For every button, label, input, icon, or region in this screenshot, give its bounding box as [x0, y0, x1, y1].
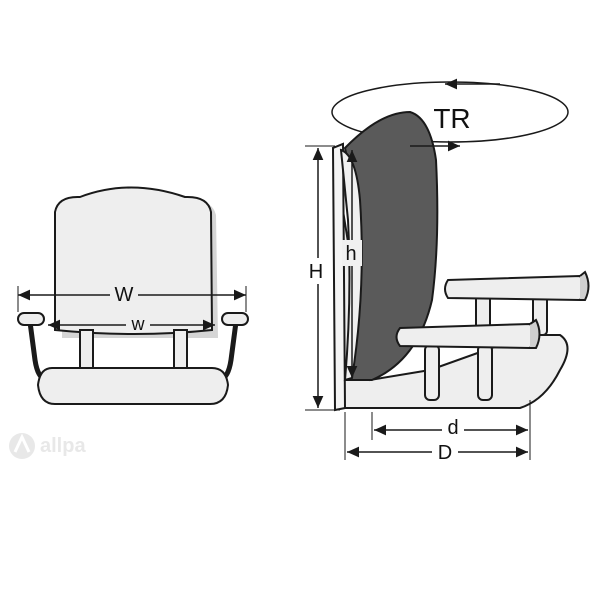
label-h: h — [345, 243, 356, 265]
side-base — [331, 142, 569, 409]
side-back-frame — [331, 142, 347, 412]
side-post-front-1 — [424, 344, 440, 401]
front-seat-cushion — [36, 367, 230, 405]
front-post-right — [173, 329, 188, 373]
side-post-front-2 — [477, 344, 493, 401]
label-d: d — [447, 417, 458, 439]
label-H: H — [309, 261, 323, 283]
watermark-brand: allpa — [40, 435, 86, 457]
side-seat-lower — [395, 322, 535, 350]
allpa-logo-icon — [9, 433, 35, 459]
front-armrest-pad-left — [17, 312, 45, 326]
dimension-D: D — [344, 412, 531, 464]
label-D: D — [438, 442, 452, 464]
front-post-left — [79, 329, 94, 373]
front-armrest-pad-right — [221, 312, 249, 326]
side-seat-upper — [444, 274, 585, 302]
dimension-W: W — [17, 280, 247, 312]
rotation-arrows: TR — [410, 78, 500, 152]
label-TR: TR — [433, 103, 470, 134]
watermark: allpa — [9, 433, 86, 459]
dimension-H: H — [304, 145, 340, 411]
dimension-d: d — [371, 400, 531, 440]
label-W: W — [115, 284, 134, 306]
dimension-h: h — [342, 150, 362, 378]
label-w: w — [131, 314, 146, 334]
dimension-w: w — [48, 312, 215, 334]
